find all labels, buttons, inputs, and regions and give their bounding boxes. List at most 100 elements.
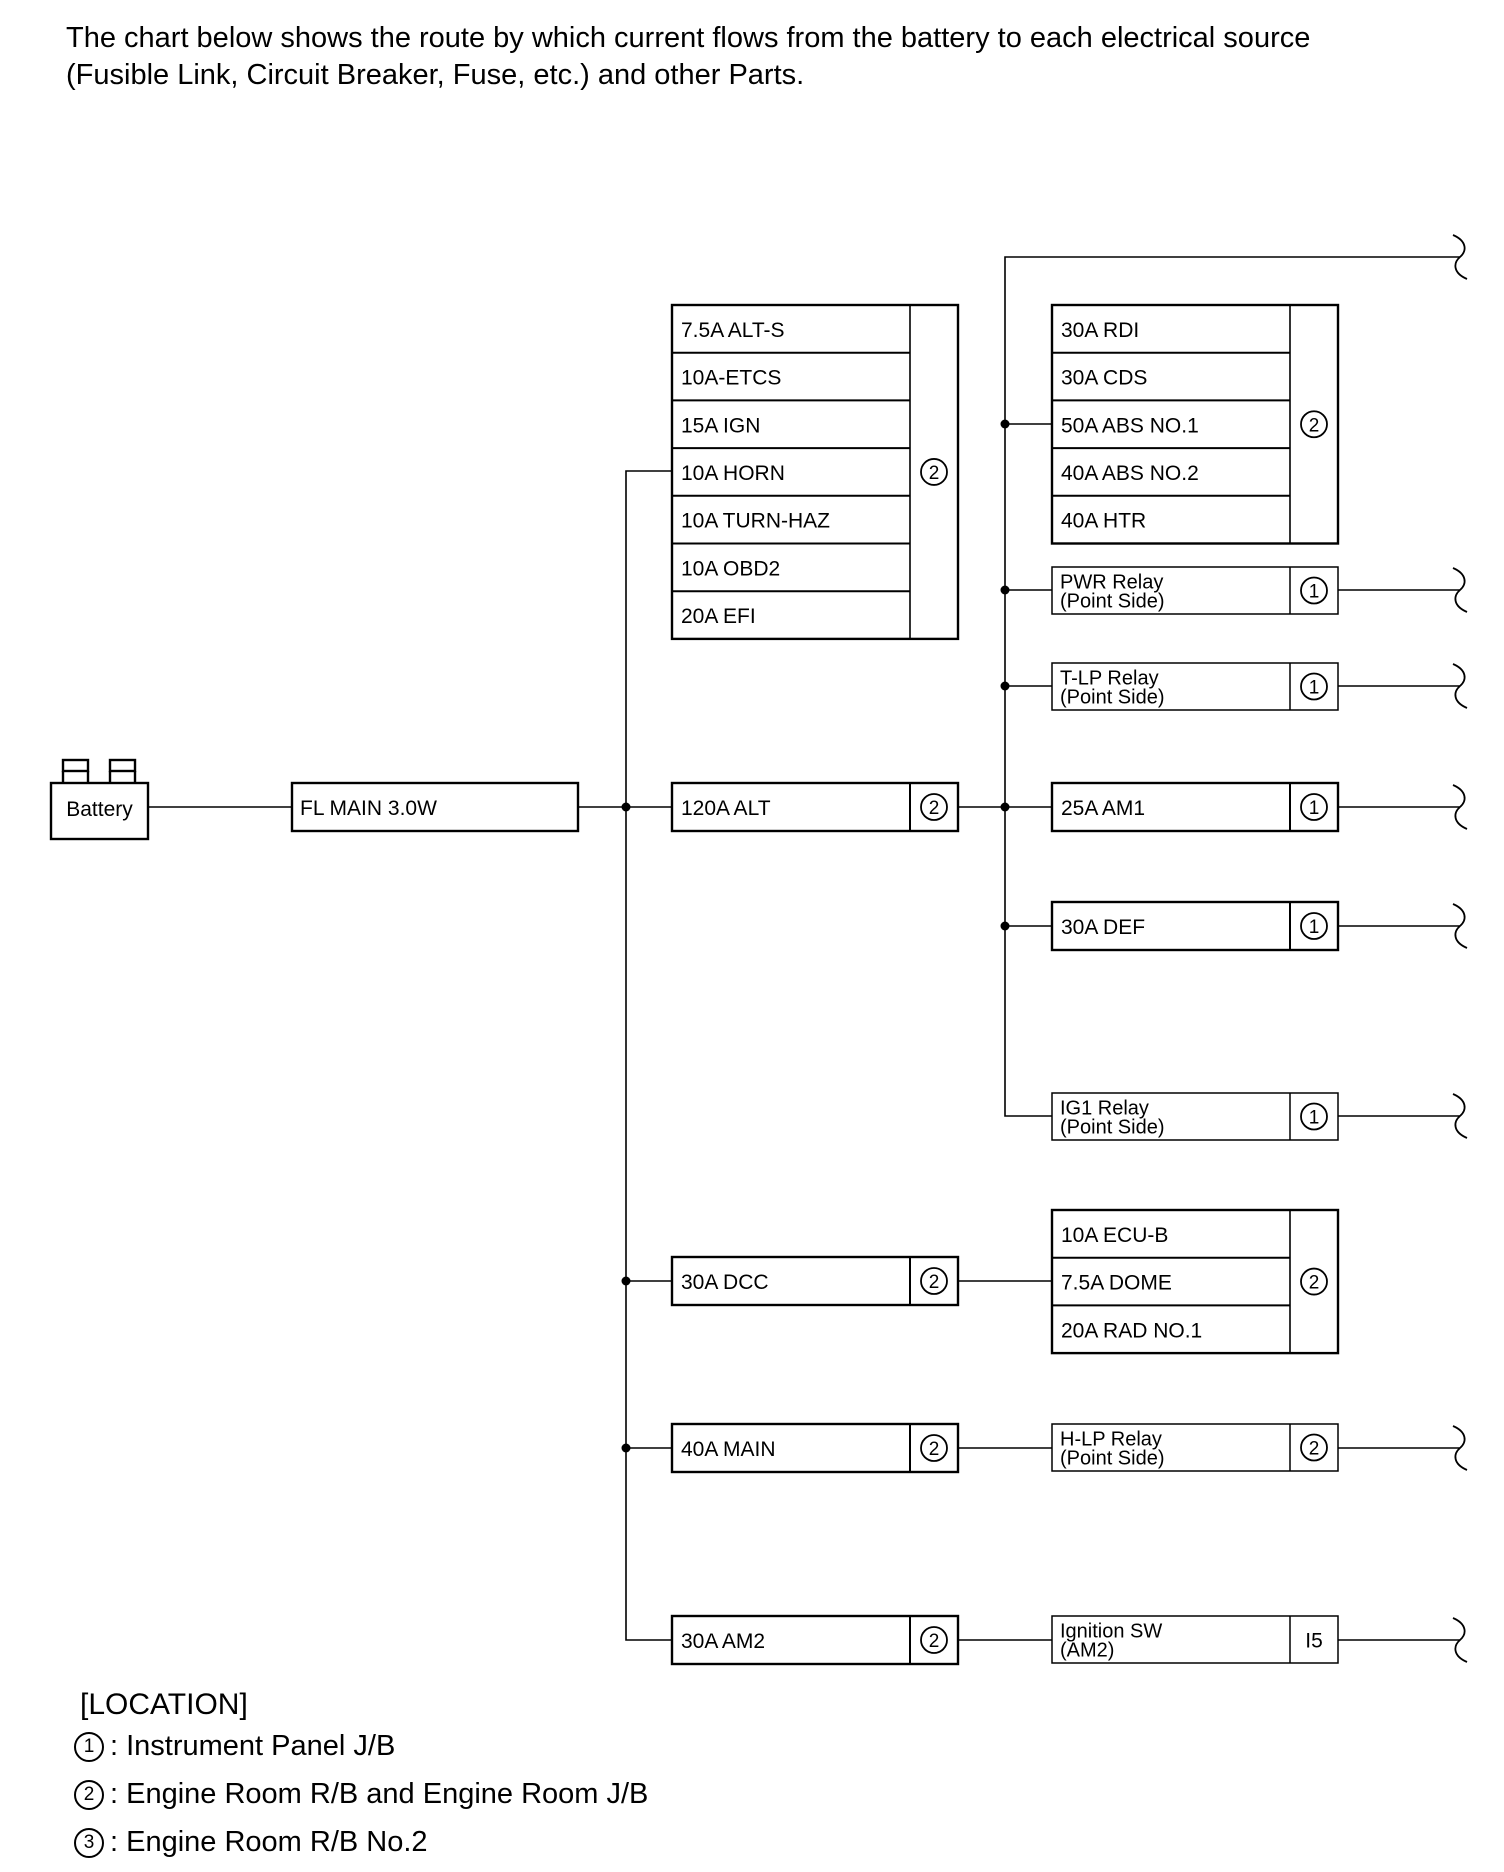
fuse-label: 7.5A DOME (1061, 1272, 1172, 1295)
fuse-label: 10A HORN (681, 462, 785, 485)
continuation-break-icon (1452, 784, 1468, 830)
location-number-icon (920, 793, 948, 821)
continuation-break-icon (1452, 234, 1468, 280)
location-number-icon: 2 (74, 1779, 104, 1810)
fusible-link-main (290, 781, 580, 833)
continuation-break-icon (1452, 567, 1468, 613)
location-number-icon (920, 458, 948, 486)
dcc-fuse-group (1050, 1208, 1340, 1355)
fusible-link-label: FL MAIN 3.0W (300, 797, 437, 820)
location-number: 2 (929, 798, 940, 819)
continuation-break-icon (1452, 663, 1468, 709)
location-number-icon (1300, 793, 1328, 821)
continuation-break-icon (1452, 1093, 1468, 1139)
intro-line-1: The chart below shows the route by which… (66, 22, 1311, 54)
junction-dot (1000, 681, 1010, 691)
junction-dot (1000, 585, 1010, 595)
ignition-switch (1051, 1615, 1339, 1664)
fuse-label: 10A ECU-B (1061, 1224, 1168, 1247)
fuse-label: 15A IGN (681, 414, 760, 437)
right-fuse-group (1050, 303, 1340, 545)
location-number-icon (1300, 576, 1328, 605)
location-number: 1 (1309, 1108, 1320, 1129)
fuse-label: 30A DEF (1061, 916, 1145, 939)
relay-label: IG1 Relay (1060, 1098, 1149, 1120)
location-number-icon: 3 (74, 1827, 104, 1858)
continuation-break-icon (1452, 903, 1468, 949)
wires (148, 256, 1460, 1641)
legend-item-text: : Engine Room R/B and Engine Room J/B (110, 1778, 649, 1810)
fuse-label: 30A RDI (1061, 319, 1139, 342)
location-number-icon (920, 1434, 948, 1462)
location-number: 2 (929, 1272, 940, 1293)
location-number-icon (1300, 1102, 1328, 1131)
alt-fuse (670, 781, 960, 833)
intro-text: The chart below shows the route by which… (66, 20, 1466, 94)
upper-fuse-group (670, 303, 960, 641)
legend-item-text: : Engine Room R/B No.2 (110, 1826, 428, 1858)
location-number-icon: 1 (74, 1731, 104, 1762)
relay-label: Ignition SW (1060, 1621, 1162, 1643)
location-number: 2 (1309, 1273, 1320, 1294)
fuse-label: 20A EFI (681, 605, 756, 628)
junction-dot (621, 1443, 631, 1453)
location-number-icon (920, 1626, 948, 1654)
fuse-label: 40A ABS NO.2 (1061, 462, 1199, 485)
location-number: 2 (929, 1439, 940, 1460)
location-number: 2 (929, 463, 940, 484)
location-number-icon (920, 1267, 948, 1295)
location-number: 1 (1309, 582, 1320, 603)
junction-dot (1000, 921, 1010, 931)
fuse-label: 40A MAIN (681, 1438, 776, 1461)
battery (49, 781, 150, 841)
am1-fuse (1050, 781, 1340, 833)
location-number-icon (1300, 672, 1328, 701)
legend-item-1: 1 : Instrument Panel J/B (74, 1730, 395, 1763)
battery-terminal-icon (108, 758, 137, 773)
fuse-label: 30A AM2 (681, 1630, 765, 1653)
location-number-icon (1300, 410, 1328, 439)
ig1-relay (1051, 1092, 1339, 1141)
legend-item-2: 2 : Engine Room R/B and Engine Room J/B (74, 1778, 648, 1811)
junction-dot (621, 802, 631, 812)
continuation-break-icon (1452, 1425, 1468, 1471)
def-fuse (1050, 900, 1340, 952)
fuse-label: 30A CDS (1061, 367, 1147, 390)
tlp-relay (1051, 662, 1339, 711)
location-number-icon (1300, 1267, 1328, 1296)
hlp-relay (1051, 1423, 1339, 1472)
connector-code: I5 (1305, 1630, 1323, 1653)
relay-label-sub: (Point Side) (1060, 1448, 1165, 1470)
wire (625, 470, 672, 1641)
location-number: 1 (1309, 678, 1320, 699)
fuse-label: 50A ABS NO.1 (1061, 414, 1199, 437)
location-number-icon (1300, 1433, 1328, 1462)
legend-item-text: : Instrument Panel J/B (110, 1730, 396, 1762)
location-number: 2 (929, 1631, 940, 1652)
battery-terminal-icon (61, 758, 90, 773)
legend-title: [LOCATION] (80, 1688, 248, 1721)
intro-line-2: (Fusible Link, Circuit Breaker, Fuse, et… (66, 59, 805, 91)
continuation-break-icon (1452, 1617, 1468, 1663)
relay-label-sub: (Point Side) (1060, 1117, 1165, 1139)
location-number: 2 (1309, 1439, 1320, 1460)
relay-label-sub: (AM2) (1060, 1640, 1114, 1662)
fuse-label: 25A AM1 (1061, 797, 1145, 820)
relay-label: H-LP Relay (1060, 1429, 1162, 1451)
location-number: 2 (1309, 415, 1320, 436)
relay-label-sub: (Point Side) (1060, 591, 1165, 613)
fuse-label: 10A TURN-HAZ (681, 510, 830, 533)
fuse-label: 20A RAD NO.1 (1061, 1319, 1202, 1342)
dcc-fuse (670, 1255, 960, 1307)
relay-label: T-LP Relay (1060, 668, 1159, 690)
relay-label-sub: (Point Side) (1060, 687, 1165, 709)
junction-dot (1000, 419, 1010, 429)
location-number: 1 (1309, 798, 1320, 819)
am2-fuse (670, 1614, 960, 1666)
battery-label: Battery (66, 798, 133, 821)
location-number: 1 (1309, 917, 1320, 938)
fuse-label: 10A OBD2 (681, 557, 780, 580)
junction-dot (621, 1276, 631, 1286)
